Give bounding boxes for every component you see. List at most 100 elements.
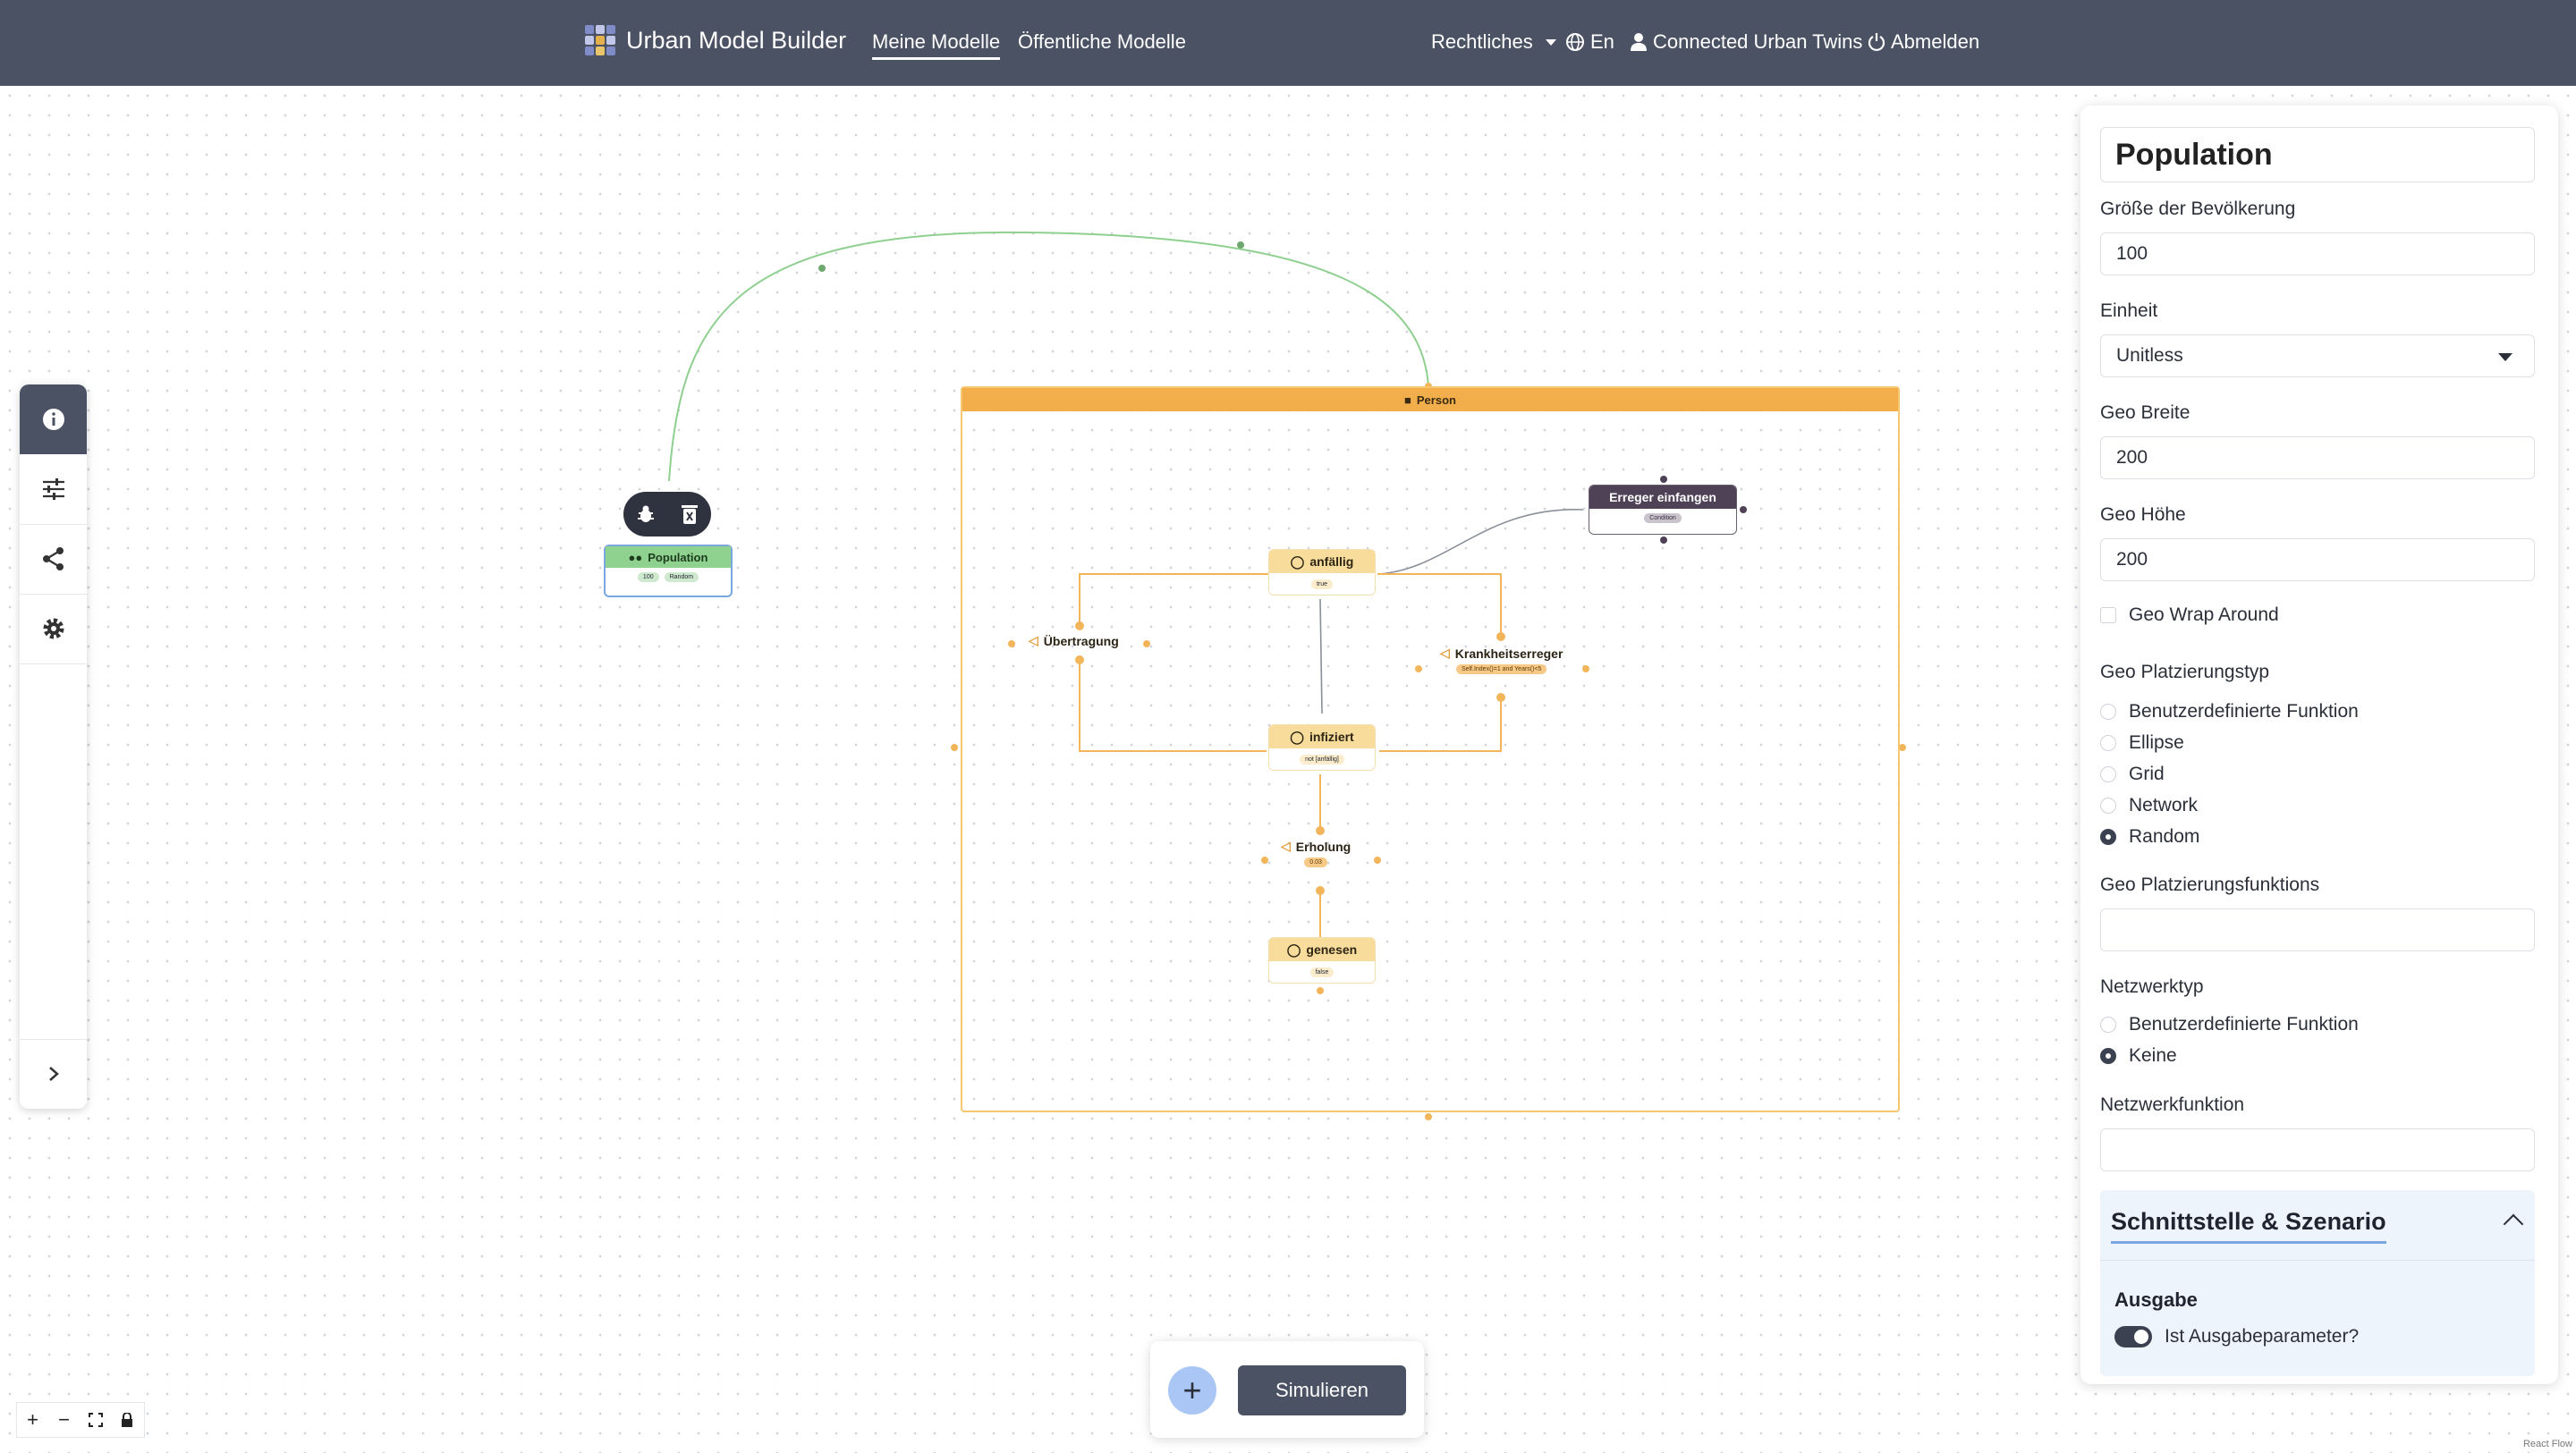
radio-label: Grid [2129, 764, 2165, 784]
trigger-title: Erreger einfangen [1589, 486, 1736, 509]
geo-width-input[interactable]: 200 [2100, 436, 2535, 479]
placement-option-network[interactable]: Network [2100, 795, 2198, 816]
connected-urban-twins-link[interactable]: Connected Urban Twins [1630, 30, 1862, 54]
placement-option-custom[interactable]: Benutzerdefinierte Funktion [2100, 701, 2359, 722]
people-icon: ●● [628, 550, 643, 564]
settings-button[interactable] [20, 594, 87, 663]
state-pill: true [1310, 579, 1334, 589]
accordion-header[interactable]: Schnittstelle & Szenario [2111, 1208, 2386, 1244]
fit-view-button[interactable] [80, 1403, 111, 1437]
legal-dropdown-label: Rechtliches [1431, 30, 1533, 53]
logout-button[interactable]: Abmelden [1868, 30, 1979, 54]
flow-canvas[interactable]: ●● Population 100 Random ■ Person ◯anfäl… [0, 86, 2576, 1453]
flow-pill: Self.Index()=1 and Years()<5 [1455, 664, 1547, 674]
left-toolbar [20, 384, 87, 1109]
nav-my-models[interactable]: Meine Modelle [872, 30, 1001, 60]
simulate-button[interactable]: Simulieren [1238, 1365, 1406, 1415]
node-toolbar [623, 492, 711, 536]
agent-group-person[interactable]: ■ Person [961, 386, 1900, 1112]
add-node-button[interactable]: + [1168, 1366, 1216, 1415]
flow-icon: ◁ [1440, 646, 1450, 660]
nav-public-models[interactable]: Öffentliche Modelle [1018, 30, 1186, 53]
population-node-title: Population [648, 550, 708, 564]
placement-option-ellipse[interactable]: Ellipse [2100, 732, 2184, 754]
placement-function-input[interactable] [2100, 908, 2535, 951]
geo-height-input[interactable]: 200 [2100, 538, 2535, 581]
population-size-pill: 100 [637, 572, 659, 582]
toggle-icon: ◯ [1290, 729, 1304, 744]
flow-uebertragung-edge[interactable] [1079, 573, 1268, 752]
info-button[interactable] [20, 384, 87, 454]
unit-select-value: Unitless [2116, 345, 2183, 366]
share-icon [42, 547, 64, 570]
geo-wrap-checkbox[interactable]: Geo Wrap Around [2100, 604, 2279, 626]
lock-button[interactable] [111, 1403, 142, 1437]
radio-label: Network [2129, 795, 2199, 815]
population-placement-pill: Random [664, 572, 699, 582]
chevron-up-icon[interactable] [2503, 1213, 2524, 1235]
network-type-label: Netzwerktyp [2100, 976, 2204, 997]
geo-width-label: Geo Breite [2100, 402, 2190, 423]
brand[interactable]: Urban Model Builder [585, 25, 846, 55]
zoom-in-button[interactable]: + [27, 1408, 38, 1431]
legal-dropdown[interactable]: Rechtliches [1431, 30, 1556, 54]
gear-icon [43, 618, 64, 639]
parameters-button[interactable] [20, 454, 87, 524]
react-flow-attribution[interactable]: React Flow [2522, 1439, 2572, 1449]
flow-icon: ◁ [1029, 633, 1038, 647]
trigger-edge[interactable] [1378, 509, 1584, 575]
placement-option-random[interactable]: Random [2100, 826, 2199, 848]
population-node[interactable]: ●● Population 100 Random [604, 545, 733, 597]
placement-type-label: Geo Platzierungstyp [2100, 662, 2270, 682]
bottom-action-bar: + Simulieren [1150, 1341, 1424, 1438]
sliders-icon [42, 478, 64, 500]
population-agent-edge[interactable] [668, 231, 1429, 482]
population-size-input[interactable]: 100 [2100, 232, 2535, 275]
state-pill: false [1309, 967, 1335, 977]
share-button[interactable] [20, 524, 87, 594]
app-logo-icon [585, 25, 615, 55]
flow-title: Übertragung [1043, 633, 1119, 648]
delete-icon[interactable] [680, 503, 699, 525]
radio-label: Keine [2129, 1045, 2177, 1066]
trigger-node-erreger[interactable]: Erreger einfangen Condition [1589, 485, 1737, 535]
zoom-controls: + − [16, 1402, 145, 1438]
state-node-anfaellig[interactable]: ◯anfällig true [1268, 549, 1376, 596]
bug-icon[interactable] [635, 503, 657, 525]
chevron-down-icon [1545, 38, 1556, 46]
population-node-header: ●● Population [606, 546, 731, 568]
network-option-custom[interactable]: Benutzerdefinierte Funktion [2100, 1014, 2359, 1035]
output-parameter-toggle[interactable] [2114, 1326, 2152, 1347]
edge-waypoint[interactable] [1237, 241, 1244, 249]
toggle-icon: ◯ [1286, 942, 1301, 957]
flow-krankheitserreger-edge[interactable] [1377, 573, 1502, 752]
placement-option-grid[interactable]: Grid [2100, 764, 2165, 785]
network-option-none[interactable]: Keine [2100, 1045, 2177, 1067]
network-function-input[interactable] [2100, 1128, 2535, 1171]
chevron-down-icon [2498, 353, 2512, 361]
output-label: Ausgabe [2114, 1288, 2198, 1311]
state-title: infiziert [1309, 730, 1354, 744]
geo-wrap-label: Geo Wrap Around [2129, 604, 2279, 625]
language-label: En [1590, 30, 1614, 53]
node-name-input[interactable]: Population [2100, 127, 2535, 182]
expand-sidebar-button[interactable] [20, 1039, 87, 1109]
state-node-infiziert[interactable]: ◯ infiziert not [anfällig] [1268, 724, 1376, 771]
flow-node-krankheitserreger[interactable]: ◁Krankheitserreger Self.Index()=1 and Ye… [1440, 646, 1563, 674]
population-size-label: Größe der Bevölkerung [2100, 199, 2296, 219]
unit-select[interactable]: Unitless [2100, 334, 2535, 377]
state-node-genesen[interactable]: ◯genesen false [1268, 937, 1376, 984]
agent-group-header[interactable]: ■ Person [962, 388, 1898, 411]
network-function-label: Netzwerkfunktion [2100, 1094, 2245, 1115]
edge-waypoint[interactable] [818, 265, 826, 272]
globe-icon [1566, 33, 1584, 51]
checkbox-box [2100, 607, 2116, 623]
language-switch[interactable]: En [1565, 30, 1614, 54]
flow-node-uebertragung[interactable]: ◁ Übertragung [1029, 633, 1119, 648]
flow-node-erholung[interactable]: ◁Erholung 0.03 [1281, 839, 1351, 867]
flow-pill: 0.03 [1304, 857, 1327, 867]
chevron-right-icon [48, 1067, 59, 1081]
zoom-out-button[interactable]: − [58, 1408, 70, 1431]
state-pill: not [anfällig] [1300, 754, 1344, 765]
transition-edge[interactable] [1319, 598, 1323, 714]
